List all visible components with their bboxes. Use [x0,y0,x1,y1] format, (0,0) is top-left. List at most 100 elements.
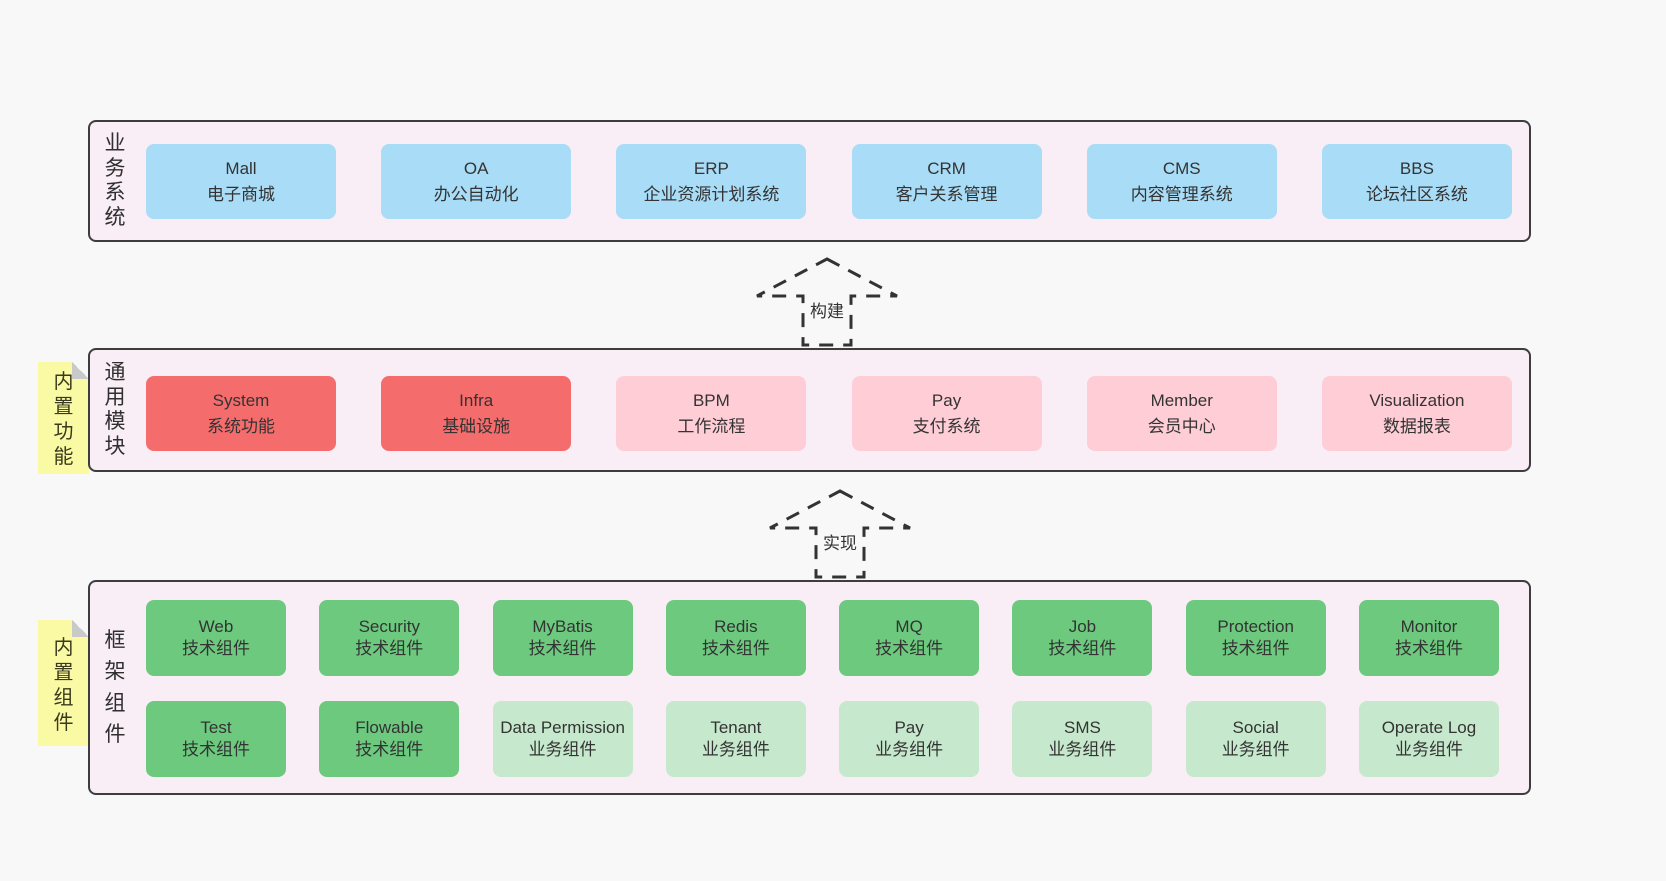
box-subtitle: 内容管理系统 [1130,184,1233,204]
box-subtitle: 技术组件 [355,639,424,658]
box-cms: CMS 内容管理系统 [1086,144,1277,219]
box-redis: Redis 技术组件 [665,600,806,676]
box-title: Mall [225,159,257,178]
box-subtitle: 业务组件 [1048,740,1117,759]
box-subtitle: 技术组件 [182,740,250,759]
box-protection: Protection 技术组件 [1185,600,1326,676]
box-title: OA [463,159,489,178]
dashed-up-arrow-icon [769,489,911,579]
sticky-note-label: 内置组件 [53,636,74,734]
folded-corner [72,362,89,379]
box-title: Member [1150,391,1213,410]
box-test: Test 技术组件 [146,701,286,777]
framework-box-row-1: Web 技术组件 Security 技术组件 MyBatis 技术组件 Redi… [146,600,1499,676]
box-subtitle: 技术组件 [528,639,597,658]
box-social: Social 业务组件 [1185,701,1326,777]
box-title: CRM [927,159,966,178]
box-system: System 系统功能 [146,376,336,451]
section-framework-label: 框架组件 [104,628,126,747]
section-common-modules: 通用模块 System 系统功能 Infra 基础设施 BPM 工作流程 Pay… [88,348,1531,472]
build-arrow-label: 构建 [807,296,847,323]
box-security: Security 技术组件 [319,600,460,676]
box-sms: SMS 业务组件 [1012,701,1153,777]
box-title: Pay [894,717,924,737]
sticky-note-builtin-components: 内置组件 [38,620,89,746]
modules-box-row: System 系统功能 Infra 基础设施 BPM 工作流程 Pay 支付系统… [146,376,1512,451]
box-subtitle: 支付系统 [912,416,981,436]
box-subtitle: 业务组件 [701,740,770,759]
implement-arrow: 实现 [760,488,920,580]
box-subtitle: 业务组件 [1394,740,1463,759]
box-title: MyBatis [532,616,593,636]
box-subtitle: 业务组件 [875,740,944,759]
box-subtitle: 技术组件 [355,740,424,759]
box-title: ERP [693,159,729,178]
box-flowable: Flowable 技术组件 [319,701,460,777]
box-subtitle: 基础设施 [442,416,511,436]
box-subtitle: 电子商城 [207,184,275,204]
box-subtitle: 工作流程 [677,416,746,436]
box-web: Web 技术组件 [146,600,286,676]
box-subtitle: 数据报表 [1382,416,1451,436]
box-operate-log: Operate Log 业务组件 [1358,701,1499,777]
box-subtitle: 会员中心 [1147,416,1216,436]
business-box-row: Mall 电子商城 OA 办公自动化 ERP 企业资源计划系统 CRM 客户关系… [146,144,1512,219]
box-bpm: BPM 工作流程 [616,376,807,451]
box-subtitle: 办公自动化 [433,184,519,204]
framework-box-row-2: Test 技术组件 Flowable 技术组件 Data Permission … [146,701,1499,777]
box-title: Flowable [355,717,424,737]
box-mall: Mall 电子商城 [146,144,336,219]
box-title: Social [1232,717,1279,737]
box-title: Web [198,616,234,636]
box-mybatis: MyBatis 技术组件 [492,600,633,676]
box-title: CMS [1162,159,1201,178]
implement-arrow-label: 实现 [820,528,860,555]
box-subtitle: 客户关系管理 [895,184,998,204]
box-title: Pay [931,391,962,410]
box-title: System [212,391,270,410]
box-title: Data Permission [500,717,625,737]
box-title: Monitor [1400,616,1458,636]
box-title: MQ [895,616,923,636]
box-subtitle: 技术组件 [182,639,250,658]
box-monitor: Monitor 技术组件 [1358,600,1499,676]
section-business-label: 业务系统 [104,131,126,229]
box-job: Job 技术组件 [1012,600,1153,676]
build-arrow: 构建 [747,256,907,348]
box-subtitle: 论坛社区系统 [1365,184,1468,204]
box-title: BBS [1399,159,1434,178]
box-title: Test [200,717,232,737]
box-subtitle: 技术组件 [1394,639,1463,658]
section-business-systems: 业务系统 Mall 电子商城 OA 办公自动化 ERP 企业资源计划系统 CRM… [88,120,1531,242]
sticky-note-label: 内置功能 [53,371,74,469]
box-pay-system: Pay 支付系统 [851,376,1042,451]
box-subtitle: 系统功能 [207,416,275,436]
box-title: Job [1068,616,1097,636]
box-title: Security [358,616,420,636]
box-subtitle: 业务组件 [528,740,597,759]
box-title: Infra [459,391,494,410]
sticky-note-builtin-functions: 内置功能 [38,362,89,474]
section-modules-label: 通用模块 [104,360,126,458]
box-title: Protection [1217,616,1294,636]
box-bbs: BBS 论坛社区系统 [1321,144,1512,219]
box-visualization: Visualization 数据报表 [1321,376,1512,451]
box-data-permission: Data Permission 业务组件 [492,701,633,777]
box-title: Visualization [1369,391,1465,410]
section-framework-components: 框架组件 Web 技术组件 Security 技术组件 MyBatis 技术组件… [88,580,1531,795]
box-subtitle: 企业资源计划系统 [643,184,780,204]
box-erp: ERP 企业资源计划系统 [616,144,807,219]
box-subtitle: 技术组件 [1221,639,1290,658]
box-title: Tenant [710,717,762,737]
box-title: Redis [714,616,758,636]
box-pay-component: Pay 业务组件 [839,701,980,777]
box-title: Operate Log [1381,717,1477,737]
box-mq: MQ 技术组件 [839,600,980,676]
box-infra: Infra 基础设施 [381,376,572,451]
box-subtitle: 业务组件 [1221,740,1290,759]
box-title: BPM [692,391,730,410]
box-subtitle: 技术组件 [701,639,770,658]
box-subtitle: 技术组件 [1048,639,1117,658]
box-member: Member 会员中心 [1086,376,1277,451]
